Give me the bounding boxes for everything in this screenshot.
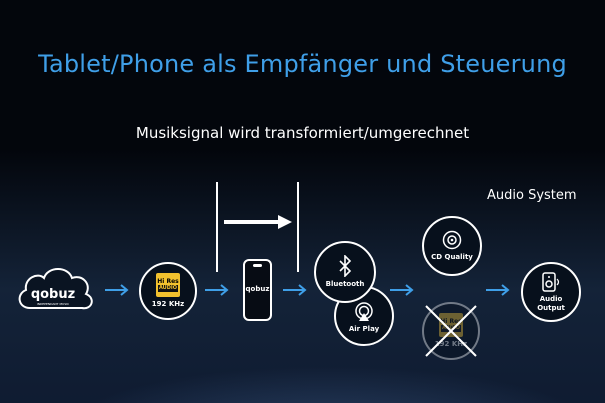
qobuz-cloud-icon: qobuz INDEPENDANT MUSIC <box>18 268 93 310</box>
airplay-icon <box>355 302 373 321</box>
cd-quality-label: CD Quality <box>431 253 473 261</box>
audio-system-label: Audio System <box>487 188 577 203</box>
hires-rate-label: 192 KHz <box>151 300 185 308</box>
page-subtitle: Musiksignal wird transformiert/umgerechn… <box>135 124 470 142</box>
phone-qobuz-logo: qobuz <box>245 285 270 293</box>
cd-quality-circle: CD Quality <box>422 216 482 276</box>
flow-arrow-1 <box>105 284 129 296</box>
cd-disc-icon <box>442 230 462 250</box>
background-glow <box>0 150 605 403</box>
bracket-line-right <box>297 182 299 272</box>
audio-output-line1: Audio <box>539 294 563 303</box>
hires-badge-top: Hi Res <box>157 278 179 285</box>
speaker-icon <box>542 271 560 292</box>
phone-device-icon: qobuz <box>243 259 272 321</box>
bluetooth-circle: Bluetooth <box>314 241 376 303</box>
audio-output-circle: Audio Output <box>521 262 581 322</box>
hires-192khz-circle: Hi Res AUDIO 192 KHz <box>139 262 197 320</box>
qobuz-tagline: INDEPENDANT MUSIC <box>37 302 69 306</box>
cross-out-icon <box>425 305 477 357</box>
qobuz-logo: qobuz <box>31 287 75 302</box>
phone-notch <box>253 264 262 267</box>
hires-faded-badge-bottom: AUDIO <box>441 325 461 332</box>
flow-arrow-3 <box>283 284 307 296</box>
bracket-line-left <box>216 182 218 272</box>
bluetooth-icon <box>339 255 352 277</box>
flow-arrow-4 <box>390 284 414 296</box>
bluetooth-label: Bluetooth <box>325 280 365 288</box>
hires-audio-badge-icon: Hi Res AUDIO <box>156 273 180 297</box>
hires-faded-badge-icon: Hi Res AUDIO <box>439 313 463 337</box>
page-title: Tablet/Phone als Empfänger und Steuerung <box>38 50 567 78</box>
hires-badge-bottom: AUDIO <box>158 285 178 292</box>
hires-faded-rate: 192 KHz <box>434 340 468 348</box>
hires-faded-badge-top: Hi Res <box>440 318 462 325</box>
airplay-label: Air Play <box>348 325 380 333</box>
flow-arrow-2 <box>205 284 229 296</box>
audio-output-line2: Output <box>537 303 565 312</box>
flow-arrow-5 <box>486 284 510 296</box>
audio-output-label: Audio Output <box>537 295 565 313</box>
transform-white-arrow <box>224 215 292 229</box>
